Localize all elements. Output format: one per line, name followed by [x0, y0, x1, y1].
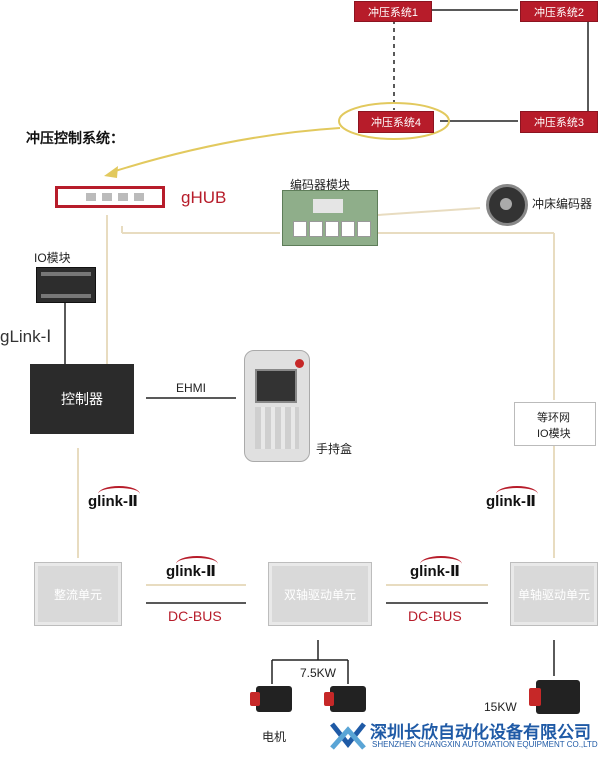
dcbus-label-right: DC-BUS	[408, 608, 462, 624]
stamping-system-2: 冲压系统2	[520, 1, 598, 22]
rectifier-unit: 整流单元	[34, 562, 122, 626]
motor-2	[324, 686, 366, 712]
glink1-label: gLink-Ⅰ	[0, 327, 52, 346]
arrow-head	[104, 166, 118, 178]
glink2-logo-left: glink-Ⅱ	[88, 486, 140, 510]
motor-power-15kw: 15KW	[484, 700, 517, 714]
motor-3	[529, 680, 580, 714]
section-title: 冲压控制系统：	[26, 130, 124, 146]
highlight-arrow	[111, 127, 341, 173]
highlight-ellipse	[338, 102, 450, 140]
single-axis-label: 单轴驱动单元	[517, 587, 590, 602]
pendant-label: 手持盒	[316, 442, 353, 456]
stamping-system-1: 冲压系统1	[354, 1, 432, 22]
press-encoder-label: 冲床编码器	[532, 197, 593, 211]
ethernet-io-module: 等环网 IO模块	[514, 402, 596, 446]
glink2-logo-mid-left: glink-Ⅱ	[166, 556, 218, 580]
ehmi-label: EHMI	[176, 381, 206, 395]
controller: 控制器	[30, 364, 134, 434]
encoder-module-label: 编码器模块	[290, 178, 351, 192]
motor-label: 电机	[262, 730, 287, 744]
company-logo-icon	[330, 722, 366, 750]
glink2-logo-right: glink-Ⅱ	[486, 486, 538, 510]
dual-axis-drive-unit: 双轴驱动单元	[268, 562, 372, 626]
stamping-system-4: 冲压系统4	[358, 111, 434, 133]
single-axis-drive-unit: 单轴驱动单元	[510, 562, 598, 626]
pendant-device	[244, 350, 310, 462]
ghub-label: gHUB	[181, 188, 227, 207]
ethernet-io-label-1: 等环网	[537, 412, 570, 424]
io-module-device	[36, 267, 96, 303]
ethernet-io-label-2: IO模块	[537, 428, 571, 440]
dcbus-label-left: DC-BUS	[168, 608, 222, 624]
motor-power-7-5kw: 7.5KW	[300, 666, 337, 680]
stamping-system-3: 冲压系统3	[520, 111, 598, 133]
ghub-device	[55, 186, 165, 208]
io-module-label: IO模块	[34, 251, 71, 265]
encoder-module-board	[282, 190, 378, 246]
company-name-en: SHENZHEN CHANGXIN AUTOMATION EQUIPMENT C…	[372, 740, 598, 749]
glink2-logo-mid-right: glink-Ⅱ	[410, 556, 462, 580]
company-name-cn: 深圳长欣自动化设备有限公司	[370, 723, 591, 742]
rectifier-label: 整流单元	[53, 587, 102, 602]
dual-axis-label: 双轴驱动单元	[283, 587, 356, 602]
press-encoder-device	[486, 184, 528, 226]
motor-1	[250, 686, 292, 712]
link-encoder-press-encoder	[377, 207, 481, 216]
